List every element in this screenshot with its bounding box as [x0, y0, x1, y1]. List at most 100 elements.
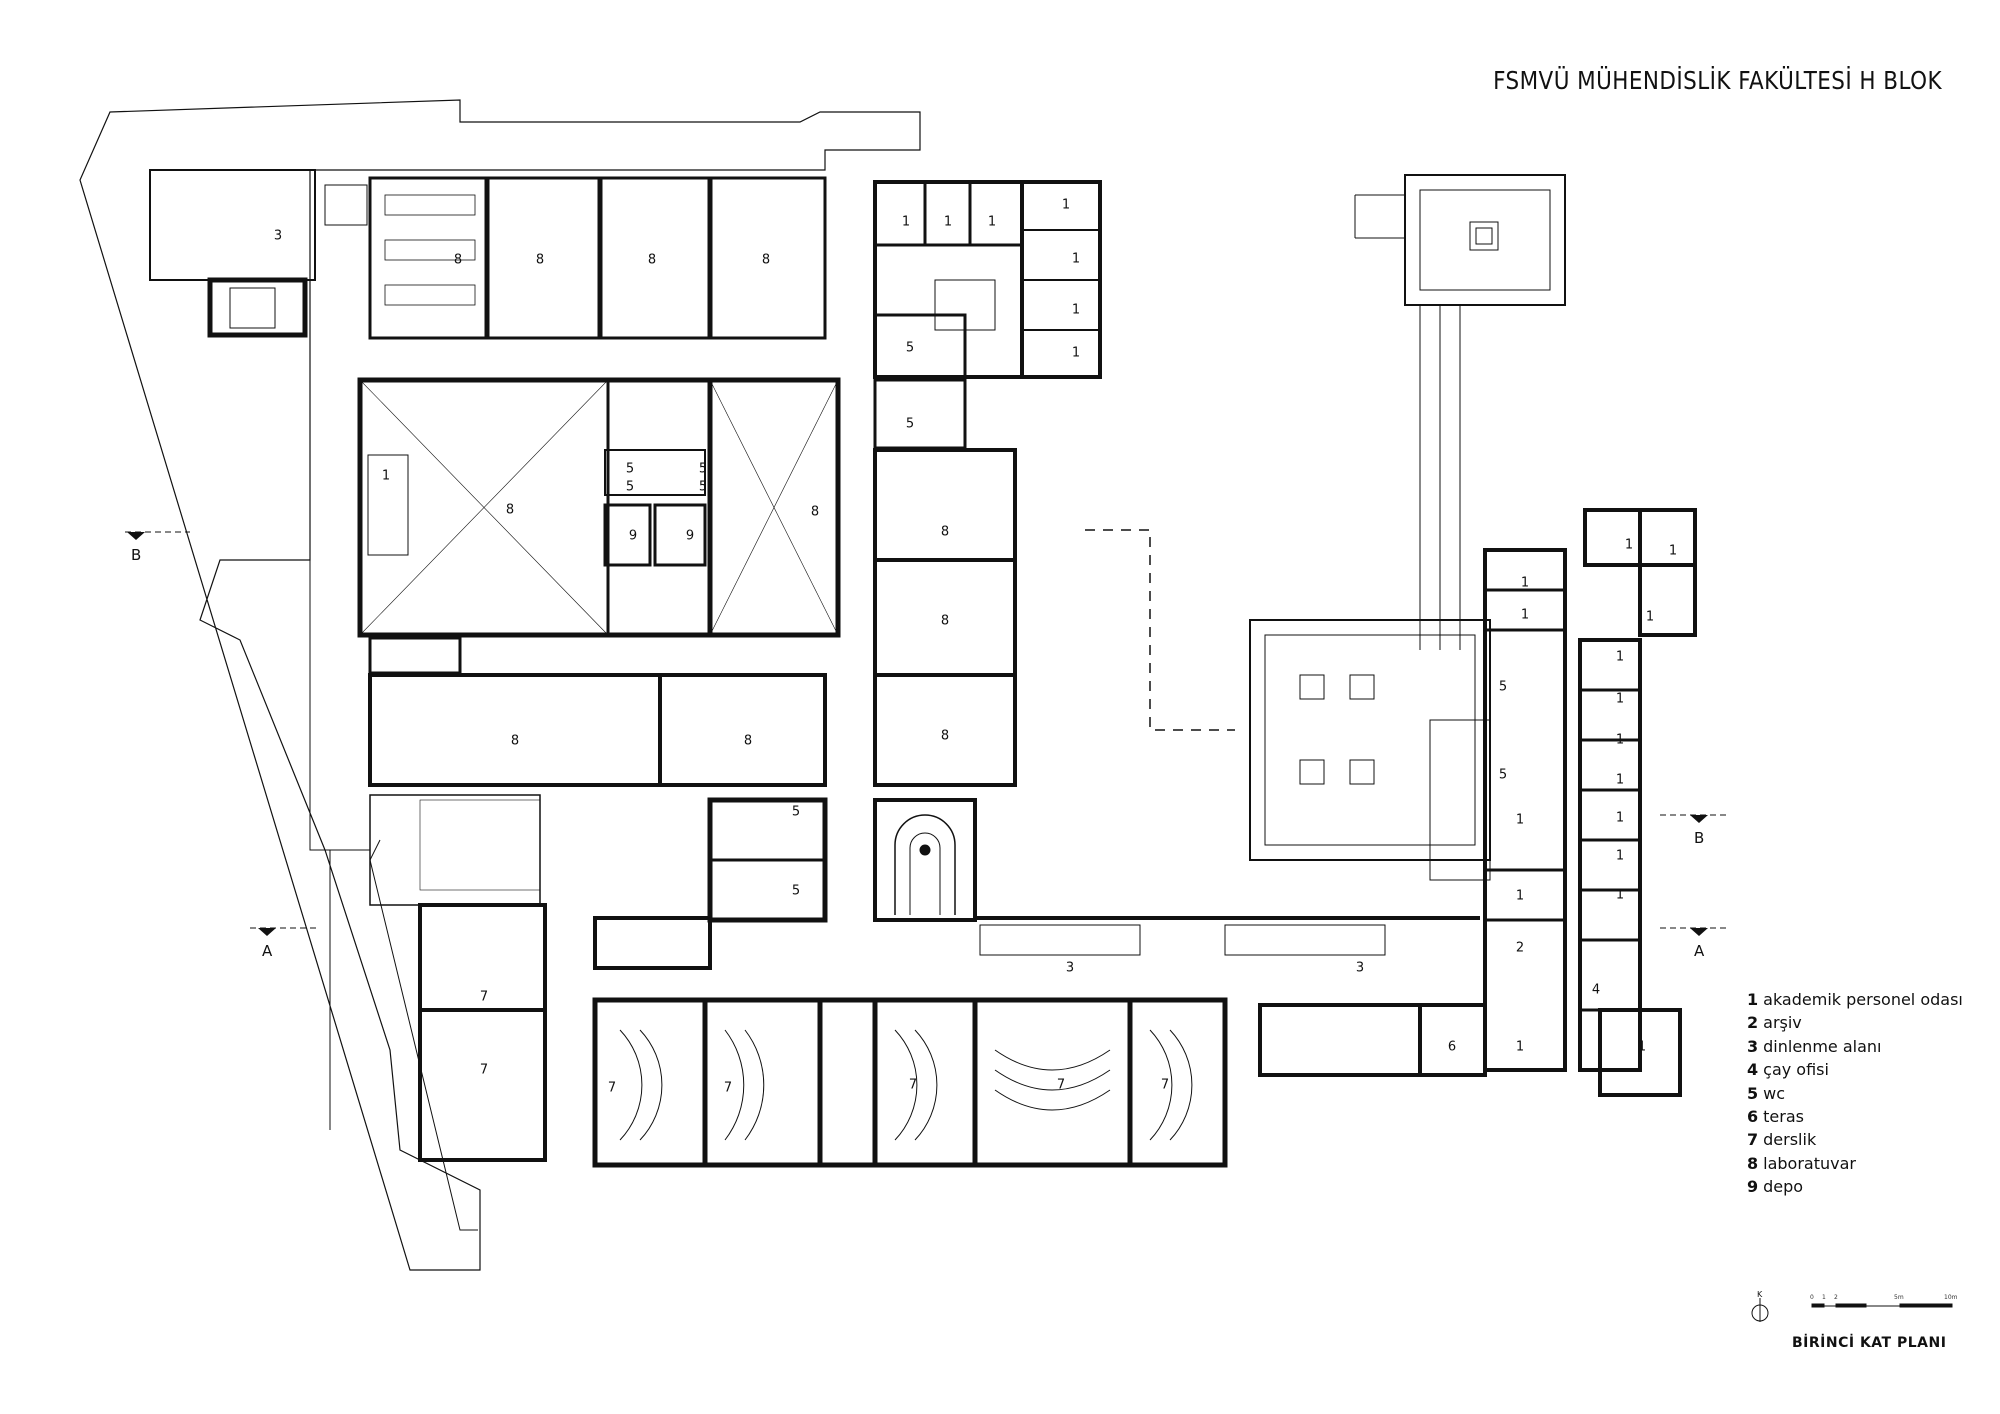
room-label-terrace: 6	[1447, 1039, 1457, 1055]
room-label-office: 1	[1520, 575, 1530, 591]
room-label-classroom: 7	[1056, 1077, 1066, 1093]
section-label-b-right: B	[1694, 829, 1705, 847]
room-label-office: 1	[1668, 543, 1678, 559]
section-marker-a-left	[258, 928, 276, 936]
room-label-archive: 2	[1515, 940, 1525, 956]
room-label-office: 1	[1615, 691, 1625, 707]
room-label-wc: 5	[905, 416, 915, 432]
room-label-office: 1	[1061, 197, 1071, 213]
room-label-office: 1	[381, 468, 391, 484]
room-label-office: 1	[1071, 251, 1081, 267]
room-label-classroom: 7	[607, 1080, 617, 1096]
section-label-a-left: A	[262, 942, 273, 960]
room-label-office: 1	[1645, 609, 1655, 625]
room-label-storage: 9	[685, 528, 695, 544]
room-label-lab: 8	[647, 252, 657, 268]
room-label-lab: 8	[743, 733, 753, 749]
room-label-office: 1	[1637, 1039, 1647, 1055]
room-label-office: 1	[1520, 607, 1530, 623]
room-label-office: 1	[1515, 1039, 1525, 1055]
room-label-office: 1	[1615, 732, 1625, 748]
nw-rest-area	[149, 169, 316, 281]
courtyard	[1249, 619, 1491, 861]
room-label-office: 1	[901, 214, 911, 230]
room-label-lab: 8	[940, 728, 950, 744]
east-lab-column	[873, 448, 1017, 787]
room-label-wc: 5	[791, 883, 801, 899]
room-label-lab: 8	[453, 252, 463, 268]
room-label-wc: 5	[698, 461, 708, 477]
room-label-office: 1	[1615, 649, 1625, 665]
room-label-office: 1	[1071, 302, 1081, 318]
room-label-lab: 8	[940, 613, 950, 629]
central-lab-block	[357, 377, 841, 638]
section-label-b-left: B	[131, 546, 142, 564]
scale-bar	[1811, 1303, 1953, 1308]
north-arrow	[1751, 1298, 1769, 1322]
room-label-wc: 5	[625, 479, 635, 495]
room-label-wc: 5	[791, 804, 801, 820]
room-label-classroom: 7	[479, 1062, 489, 1078]
room-label-classroom: 7	[479, 989, 489, 1005]
room-label-lab: 8	[505, 502, 515, 518]
room-label-wc: 5	[625, 461, 635, 477]
room-label-rest: 3	[1355, 960, 1365, 976]
room-label-office: 1	[1615, 810, 1625, 826]
room-label-rest: 3	[1065, 960, 1075, 976]
room-label-office: 1	[1515, 888, 1525, 904]
room-label-wc: 5	[698, 479, 708, 495]
room-label-lab: 8	[761, 252, 771, 268]
room-label-classroom: 7	[908, 1077, 918, 1093]
room-label-office: 1	[1071, 345, 1081, 361]
west-classroom-block	[369, 794, 541, 906]
plan-title: BİRİNCİ KAT PLANI	[1792, 1335, 1947, 1351]
room-label-lab: 8	[535, 252, 545, 268]
drawing-title: FSMVÜ MÜHENDİSLİK FAKÜLTESİ H BLOK	[1493, 66, 1942, 95]
room-label-lab: 8	[810, 504, 820, 520]
room-label-office: 1	[1615, 772, 1625, 788]
room-label-classroom: 7	[723, 1080, 733, 1096]
room-label-classroom: 7	[1160, 1077, 1170, 1093]
scale-label: 0	[1810, 1294, 1814, 1301]
section-marker-a-right	[1690, 928, 1708, 936]
scale-label: 2	[1834, 1294, 1838, 1301]
south-lab-block	[368, 673, 827, 787]
room-label-rest: 3	[273, 228, 283, 244]
scale-label: 5m	[1894, 1294, 1904, 1301]
room-label-office: 1	[987, 214, 997, 230]
section-marker-b-left	[127, 532, 145, 540]
room-label-office: 1	[1615, 848, 1625, 864]
section-marker-b-right	[1690, 815, 1708, 823]
section-label-a-right: A	[1694, 942, 1705, 960]
south-classroom-row	[592, 997, 1228, 1168]
north-label: K	[1757, 1290, 1763, 1299]
ne-tower	[1404, 174, 1566, 306]
east-office-wing	[1483, 548, 1567, 1072]
spiral-stair	[873, 798, 977, 922]
room-label-tea-office: 4	[1591, 982, 1601, 998]
room-label-lab: 8	[510, 733, 520, 749]
scale-label: 10m	[1944, 1294, 1958, 1301]
room-label-wc: 5	[1498, 767, 1508, 783]
site-boundary	[79, 99, 921, 1271]
room-label-office: 1	[943, 214, 953, 230]
room-label-wc: 5	[1498, 679, 1508, 695]
room-label-wc: 5	[905, 340, 915, 356]
room-label-office: 1	[1515, 812, 1525, 828]
room-label-storage: 9	[628, 528, 638, 544]
room-label-lab: 8	[940, 524, 950, 540]
scale-label: 1	[1822, 1294, 1826, 1301]
room-label-office: 1	[1624, 537, 1634, 553]
room-label-office: 1	[1615, 887, 1625, 903]
